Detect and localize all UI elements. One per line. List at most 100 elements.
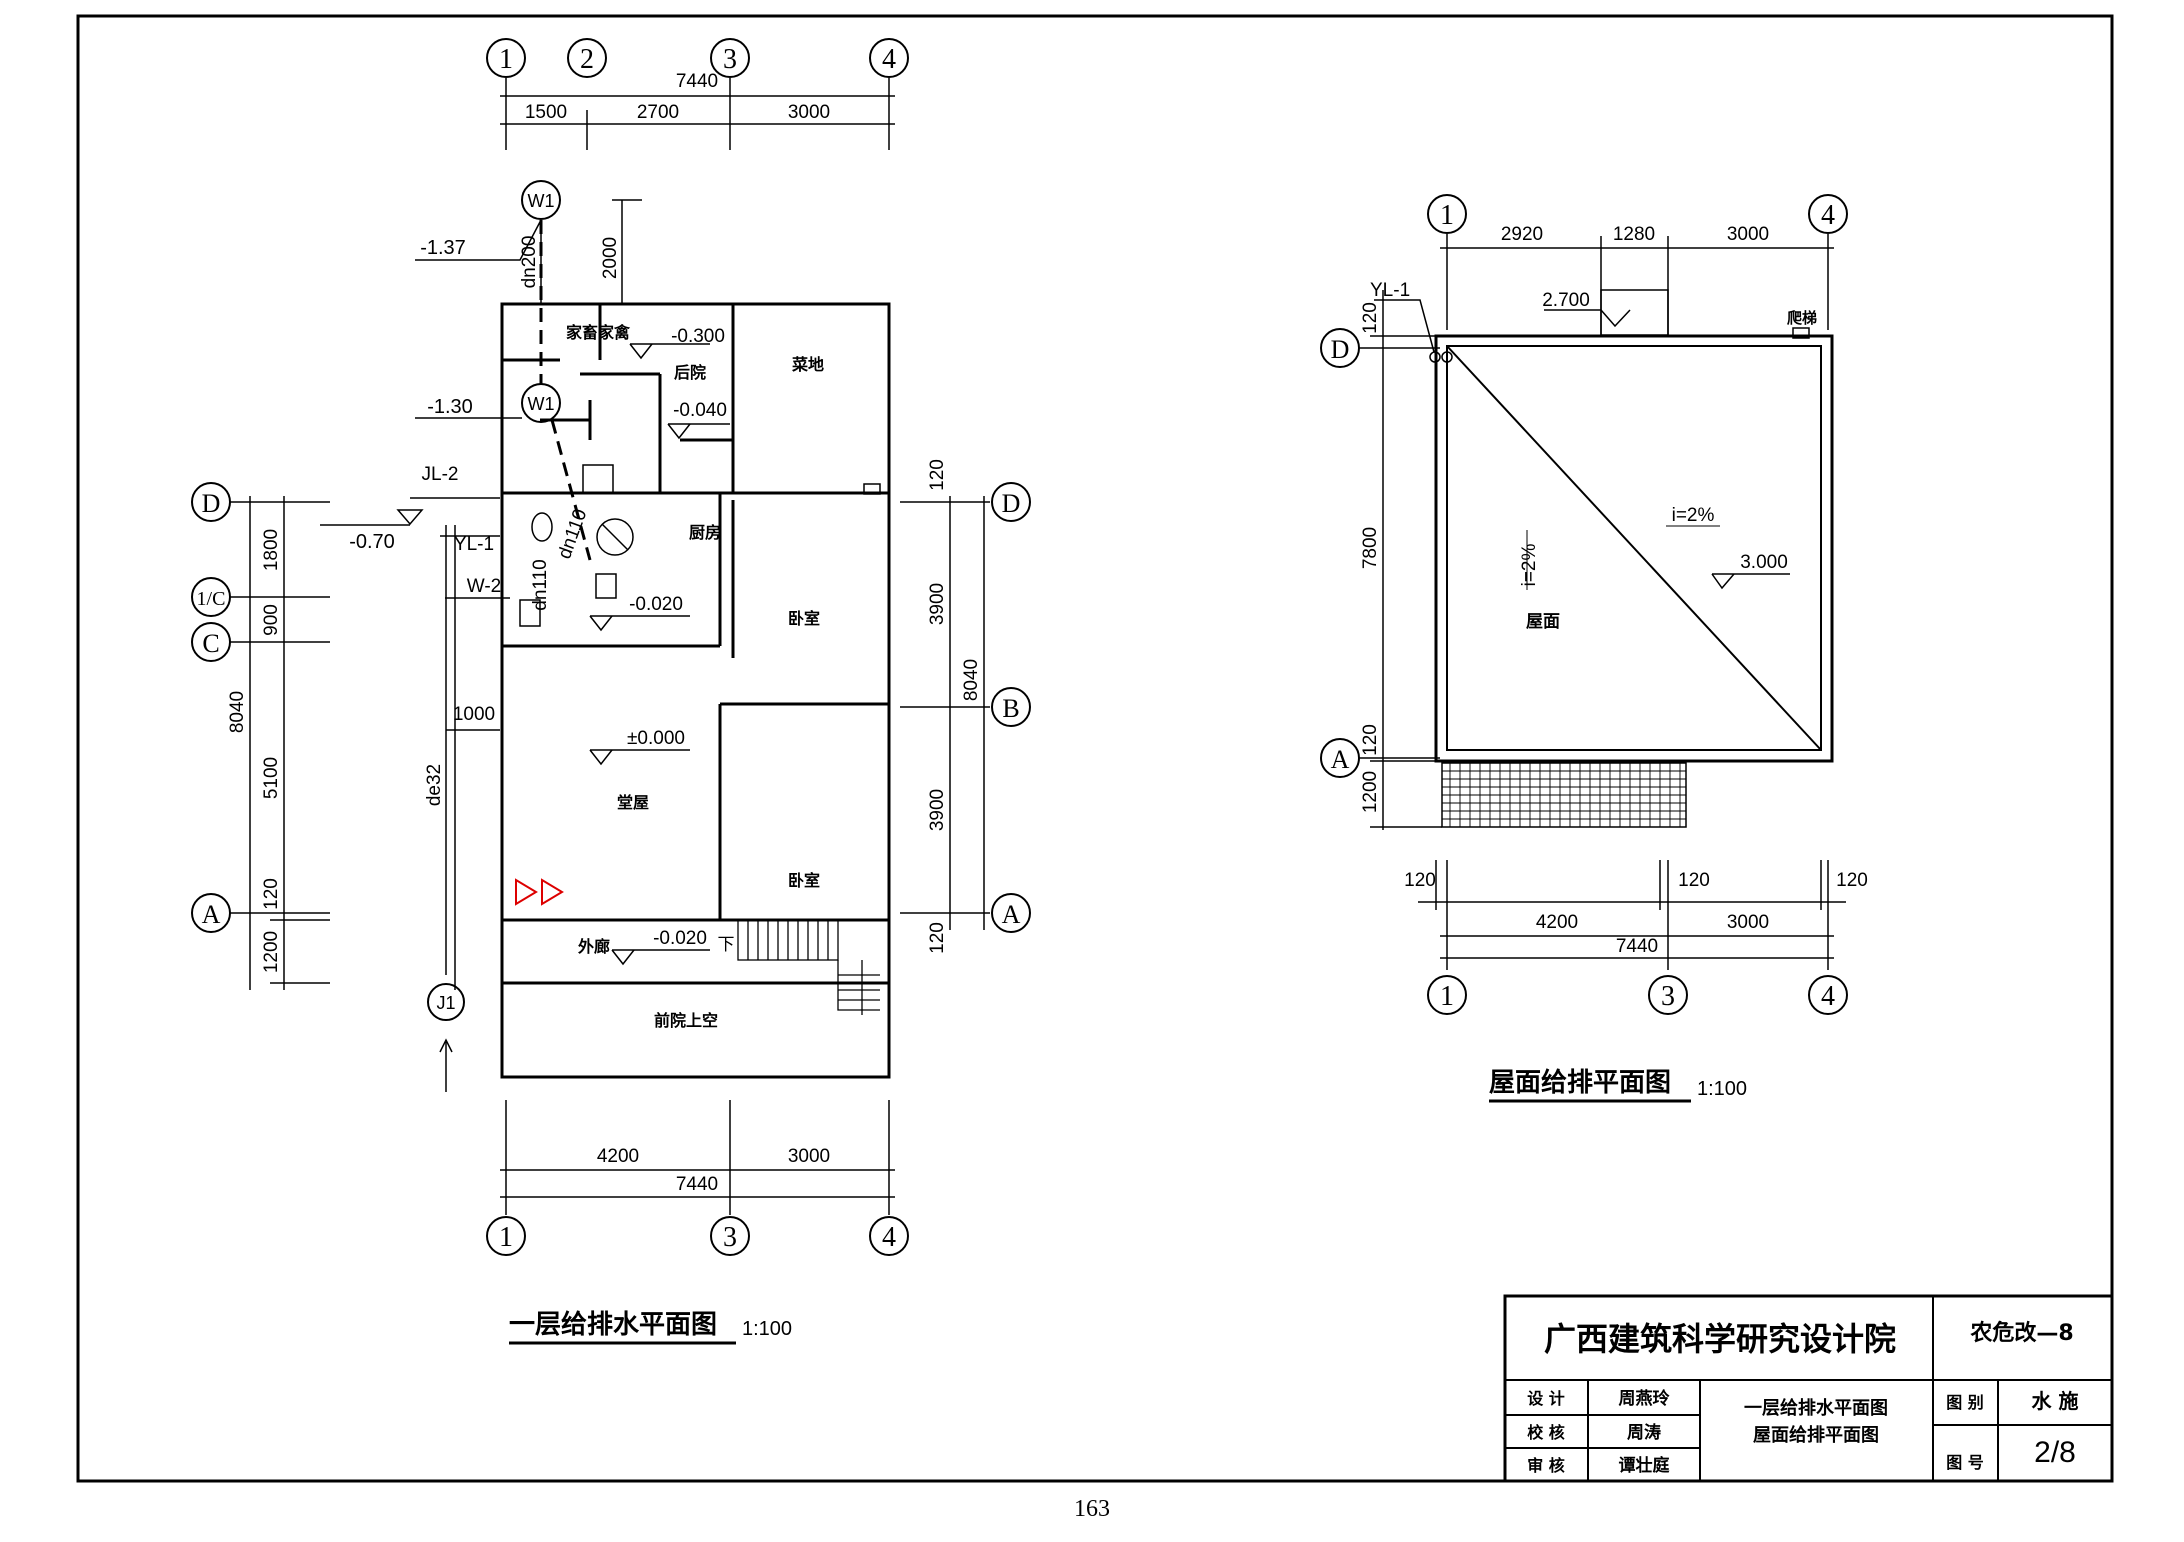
page-number: 163 xyxy=(1074,1496,1110,1522)
roof-slope-vertical: i=2% xyxy=(1519,544,1540,587)
pipe-w2: W-2 xyxy=(467,576,501,597)
elev-minus-0-020-kitchen: -0.020 xyxy=(629,594,683,615)
axis-3-bottom: 3 xyxy=(723,1222,737,1253)
axis-B-right: B xyxy=(1002,694,1019,723)
roof-elev-2-700: 2.700 xyxy=(1542,290,1590,311)
axis-2-top: 2 xyxy=(580,44,594,75)
axis-A-right: A xyxy=(1002,900,1021,929)
room-livestock: 家畜家禽 xyxy=(566,323,631,342)
roof-axis-1-bottom: 1 xyxy=(1440,981,1454,1012)
pipe-dn110-a: dn110 xyxy=(554,506,591,562)
dim-right-3900-b: 3900 xyxy=(927,789,948,831)
axis-D-right: D xyxy=(1002,489,1021,518)
room-backyard: 后院 xyxy=(674,363,706,382)
dim-2000: 2000 xyxy=(600,237,621,279)
roof-elev-3-000: 3.000 xyxy=(1740,552,1788,573)
roof-dim-left-1200: 1200 xyxy=(1360,771,1381,813)
name-designer: 周燕玲 xyxy=(1619,1388,1671,1409)
plan1-title: 一层给排水平面图 xyxy=(509,1309,717,1340)
pipe-de32: de32 xyxy=(424,764,445,806)
axis-4-bottom: 4 xyxy=(882,1222,896,1253)
dim-right-3900-a: 3900 xyxy=(927,583,948,625)
label-design: 设 计 xyxy=(1527,1389,1565,1408)
axis-1-top: 1 xyxy=(499,44,513,75)
roof-dim-left-120-top: 120 xyxy=(1360,302,1381,334)
pipe-jl2: JL-2 xyxy=(422,464,459,485)
roof-label: 屋面 xyxy=(1526,612,1560,632)
dim-left-total: 8040 xyxy=(227,691,248,733)
room-front-yard: 前院上空 xyxy=(654,1011,718,1030)
dim-right-total: 8040 xyxy=(961,659,982,701)
drawing-name-2: 屋面给排平面图 xyxy=(1753,1424,1879,1446)
elev-0-000: ±0.000 xyxy=(627,728,685,749)
name-checker: 周涛 xyxy=(1627,1422,1661,1443)
roof-axis-3-bottom: 3 xyxy=(1661,981,1675,1012)
title-block: 广西建筑科学研究设计院 农危改—8 设 计 校 核 审 核 周燕玲 周涛 谭壮庭… xyxy=(1503,1294,2114,1483)
dim-right-120-bottom: 120 xyxy=(927,922,948,954)
dim-top-1500: 1500 xyxy=(525,102,567,123)
pipe-yl1: YL-1 xyxy=(454,534,494,555)
room-bedroom-1: 卧室 xyxy=(788,609,820,628)
dim-left-5100: 5100 xyxy=(261,757,282,799)
dim-right-120-top: 120 xyxy=(927,459,948,491)
pipe-dn110-b: dn110 xyxy=(530,559,551,610)
dim-left-1200: 1200 xyxy=(261,931,282,973)
roof-axis-A: A xyxy=(1331,745,1350,774)
elev-minus-1-30: -1.30 xyxy=(427,396,473,418)
roof-dim-bottom-120-a: 120 xyxy=(1404,870,1436,891)
dim-left-1800: 1800 xyxy=(261,529,282,571)
roof-axis-4-top: 4 xyxy=(1821,200,1835,231)
dim-bottom-3000: 3000 xyxy=(788,1146,830,1167)
roof-dim-bottom-120-b: 120 xyxy=(1678,870,1710,891)
axis-1C-left: 1/C xyxy=(197,588,226,610)
dim-left-900: 900 xyxy=(261,604,282,636)
plan2-title: 屋面给排平面图 xyxy=(1489,1067,1671,1098)
room-bedroom-2: 卧室 xyxy=(788,871,820,890)
drawing-category: 水 施 xyxy=(2032,1389,2079,1413)
elev-minus-1-37: -1.37 xyxy=(420,237,466,259)
room-corridor: 外廊 xyxy=(577,937,610,956)
dim-top-2700: 2700 xyxy=(637,102,679,123)
pipe-dn200: dn200 xyxy=(519,236,540,289)
pipe-w1-top: W1 xyxy=(528,191,555,211)
roof-dim-1280: 1280 xyxy=(1613,224,1655,245)
roof-dim-bottom-3000: 3000 xyxy=(1727,912,1769,933)
label-review: 审 核 xyxy=(1527,1456,1565,1475)
axis-C-left: C xyxy=(202,629,219,658)
stair-down: 下 xyxy=(718,935,735,954)
roof-dim-bottom-4200: 4200 xyxy=(1536,912,1578,933)
room-kitchen: 厨房 xyxy=(689,523,721,542)
axis-1-bottom: 1 xyxy=(499,1222,513,1253)
room-vegetable: 菜地 xyxy=(791,355,824,374)
label-number: 图 号 xyxy=(1946,1453,1984,1472)
axis-4-top: 4 xyxy=(882,44,896,75)
label-check: 校 核 xyxy=(1527,1423,1565,1442)
axis-D-left: D xyxy=(202,489,221,518)
institute-name: 广西建筑科学研究设计院 xyxy=(1544,1320,1896,1358)
roof-dim-left-7800: 7800 xyxy=(1360,527,1381,569)
roof-dim-left-120-bottom: 120 xyxy=(1360,724,1381,756)
roof-axis-1-top: 1 xyxy=(1440,200,1454,231)
roof-plan: 1 4 2920 1280 3000 2.700 爬梯 YL-1 xyxy=(1320,194,1868,1103)
sheet-border xyxy=(76,14,2114,1483)
axis-A-left: A xyxy=(202,900,221,929)
plan1-scale: 1:100 xyxy=(742,1318,792,1340)
dim-top-3000: 3000 xyxy=(788,102,830,123)
roof-axis-4-bottom: 4 xyxy=(1821,981,1835,1012)
elev-minus-0-70: -0.70 xyxy=(349,531,395,553)
roof-canopy xyxy=(1441,762,1687,828)
dim-left-120: 120 xyxy=(261,878,282,910)
drawing-name-1: 一层给排水平面图 xyxy=(1744,1397,1888,1419)
dim-bottom-total: 7440 xyxy=(676,1174,718,1195)
project-code: 农危改—8 xyxy=(1969,1320,2073,1346)
plan2-scale: 1:100 xyxy=(1697,1078,1747,1100)
elev-minus-0-300: -0.300 xyxy=(671,326,725,347)
roof-dim-2920: 2920 xyxy=(1501,224,1543,245)
pipe-j1: J1 xyxy=(436,993,455,1013)
roof-axis-D: D xyxy=(1331,335,1350,364)
dim-top-total: 7440 xyxy=(676,71,718,92)
dim-1000: 1000 xyxy=(453,704,495,725)
roof-ladder: 爬梯 xyxy=(1786,309,1817,327)
elev-minus-0-020-corridor: -0.020 xyxy=(653,928,707,949)
name-reviewer: 谭壮庭 xyxy=(1619,1455,1670,1476)
